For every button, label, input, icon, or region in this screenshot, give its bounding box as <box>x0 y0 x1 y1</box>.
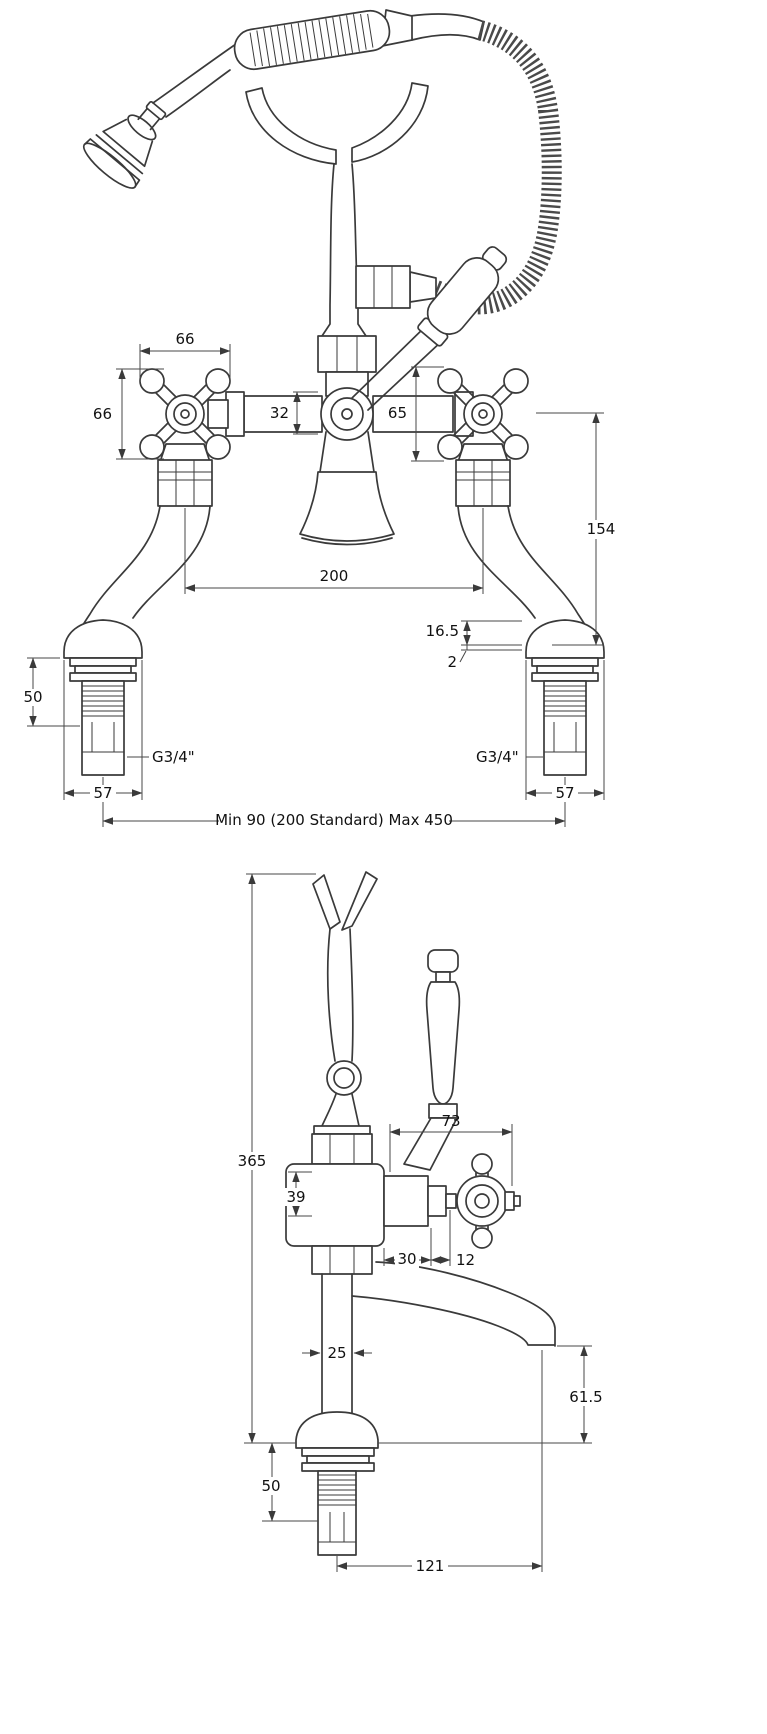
shower-hose <box>355 13 562 315</box>
side-spout <box>351 1261 556 1347</box>
dim-handle-height: 66 <box>93 405 112 423</box>
handset-cradle <box>245 82 429 337</box>
side-cradle-stem <box>312 871 378 1135</box>
label-thread-right: G3/4" <box>476 748 519 766</box>
shower-handset <box>82 9 413 189</box>
side-pipe-base <box>295 1273 379 1556</box>
dim-pipe-width: 25 <box>327 1344 346 1362</box>
dim-tail-length-front: 50 <box>23 688 42 706</box>
side-body <box>285 1133 385 1275</box>
diverter-lever <box>351 246 508 411</box>
side-diverter-handle <box>383 1153 521 1249</box>
dim-base-width-left: 57 <box>93 784 112 802</box>
dim-base-step: 16.5 <box>426 622 459 640</box>
dim-tail-length-side: 50 <box>261 1477 280 1495</box>
dim-handle-centres: 200 <box>320 567 349 585</box>
dim-spout-clearance: 61.5 <box>569 1388 602 1406</box>
side-dimensions: 365 73 39 30 12 25 61.5 50 121 <box>235 873 606 1575</box>
label-thread-left: G3/4" <box>152 748 195 766</box>
dim-base-width-right: 57 <box>555 784 574 802</box>
dim-stem-a: 30 <box>397 1250 416 1268</box>
front-dimensions: 66 66 32 65 154 200 16.5 2 50 G3/4" G3/4… <box>20 330 620 829</box>
bath-spout <box>299 431 395 546</box>
dim-handle-width: 66 <box>175 330 194 348</box>
side-view: 365 73 39 30 12 25 61.5 50 121 <box>235 871 606 1575</box>
dim-centres-range: Min 90 (200 Standard) Max 450 <box>215 811 453 829</box>
left-leg-assembly <box>63 459 213 776</box>
right-leg-assembly <box>455 459 605 776</box>
mixer-body <box>207 335 474 441</box>
dim-handle-reach: 73 <box>441 1112 460 1130</box>
dim-stem-b: 12 <box>456 1251 475 1269</box>
dim-body-section: 39 <box>286 1188 305 1206</box>
front-view: 66 66 32 65 154 200 16.5 2 50 G3/4" G3/4… <box>20 9 620 829</box>
side-lever <box>403 949 461 1171</box>
dim-right-handle: 65 <box>388 404 407 422</box>
dim-height-to-base: 154 <box>587 520 616 538</box>
dim-washer: 2 <box>447 653 457 671</box>
dim-center-body: 32 <box>270 404 289 422</box>
dim-spout-reach: 121 <box>416 1557 445 1575</box>
dim-overall-height: 365 <box>238 1152 267 1170</box>
